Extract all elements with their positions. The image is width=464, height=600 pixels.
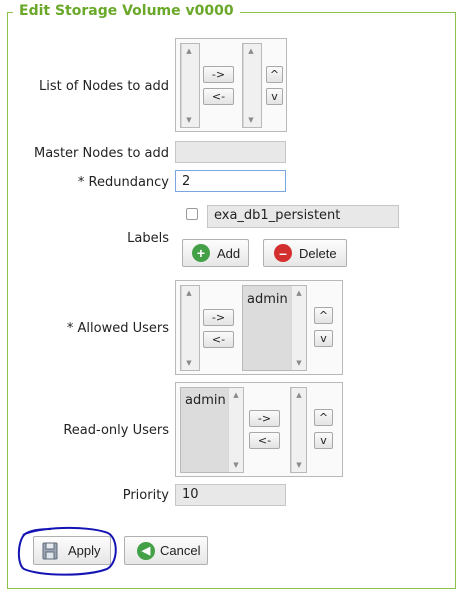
scroll-up-icon[interactable]: ▲ [233,391,239,399]
allowed-remove-button[interactable]: <- [203,331,234,348]
scroll-up-icon[interactable]: ▲ [186,289,192,297]
master-nodes-field[interactable] [175,141,286,163]
list-item[interactable]: admin [247,292,288,307]
delete-label-text: Delete [299,246,337,261]
add-label-text: Add [217,246,241,261]
add-label-button[interactable]: + Add [182,239,249,267]
nodes-move-up-button[interactable]: ^ [266,66,283,83]
label-checkbox[interactable] [186,208,198,220]
nodes-add-button[interactable]: -> [203,66,234,83]
readonly-users-label: Read-only Users [63,423,169,438]
plus-icon: + [192,244,210,262]
redundancy-label: * Redundancy [77,175,169,190]
readonly-add-button[interactable]: -> [249,410,280,427]
list-item[interactable]: admin [185,393,226,408]
scroll-up-icon[interactable]: ▲ [296,289,302,297]
allowed-move-down-button[interactable]: v [314,330,333,347]
nodes-picker: ▲ ▼ -> <- ▲ ▼ ^ v [175,38,287,132]
scroll-down-icon[interactable]: ▼ [186,359,192,367]
allowed-users-picker: ▲ ▼ -> <- admin ▲ ▼ ^ v [175,280,343,375]
nodes-available-scrollbar[interactable]: ▲ ▼ [181,44,199,127]
minus-icon: – [274,244,292,262]
scroll-up-icon[interactable]: ▲ [296,391,302,399]
allowed-move-up-button[interactable]: ^ [314,307,333,324]
nodes-label: List of Nodes to add [38,79,169,94]
readonly-available-area [181,388,228,472]
scroll-down-icon[interactable]: ▼ [296,359,302,367]
apply-button[interactable]: Apply [33,536,111,565]
apply-label: Apply [68,543,101,558]
readonly-move-down-button[interactable]: v [314,432,333,449]
nodes-selected-scrollbar[interactable]: ▲ ▼ [243,44,261,127]
nodes-selected-list[interactable]: ▲ ▼ [242,43,262,128]
form-title: Edit Storage Volume v0000 [13,3,240,19]
readonly-users-picker: admin ▲ ▼ -> <- ▲ ▼ ^ v [175,382,343,477]
priority-field[interactable]: 10 [175,484,286,506]
scroll-down-icon[interactable]: ▼ [248,116,254,124]
scroll-down-icon[interactable]: ▼ [296,461,302,469]
readonly-available-list[interactable]: admin ▲ ▼ [180,387,244,473]
nodes-move-down-button[interactable]: v [266,88,283,105]
delete-label-button[interactable]: – Delete [263,239,347,267]
scroll-down-icon[interactable]: ▼ [186,116,192,124]
nodes-available-list[interactable]: ▲ ▼ [180,43,200,128]
annotation-circle [17,526,117,576]
scroll-down-icon[interactable]: ▼ [233,461,239,469]
scroll-up-icon[interactable]: ▲ [186,47,192,55]
readonly-selected-list[interactable]: ▲ ▼ [290,387,307,473]
priority-label: Priority [122,488,169,503]
cancel-label: Cancel [160,543,201,558]
allowed-add-button[interactable]: -> [203,309,234,326]
allowed-available-scrollbar[interactable]: ▲ ▼ [181,286,199,370]
redundancy-input[interactable] [175,170,286,192]
save-disk-icon [42,542,58,560]
nodes-remove-button[interactable]: <- [203,88,234,105]
scroll-up-icon[interactable]: ▲ [248,47,254,55]
labels-label: Labels [127,231,169,246]
readonly-available-scrollbar[interactable]: ▲ ▼ [228,388,243,472]
allowed-available-list[interactable]: ▲ ▼ [180,285,200,371]
readonly-selected-scrollbar[interactable]: ▲ ▼ [291,388,306,472]
cancel-button[interactable]: ◀ Cancel [124,536,208,565]
allowed-users-label: * Allowed Users [66,321,169,336]
readonly-move-up-button[interactable]: ^ [314,409,333,426]
master-nodes-label: Master Nodes to add [33,146,169,161]
back-arrow-icon: ◀ [137,542,155,560]
readonly-remove-button[interactable]: <- [249,432,280,449]
label-item-text: exa_db1_persistent [207,205,399,228]
allowed-selected-scrollbar[interactable]: ▲ ▼ [291,286,306,370]
allowed-selected-area [243,286,291,370]
allowed-selected-list[interactable]: admin ▲ ▼ [242,285,307,371]
